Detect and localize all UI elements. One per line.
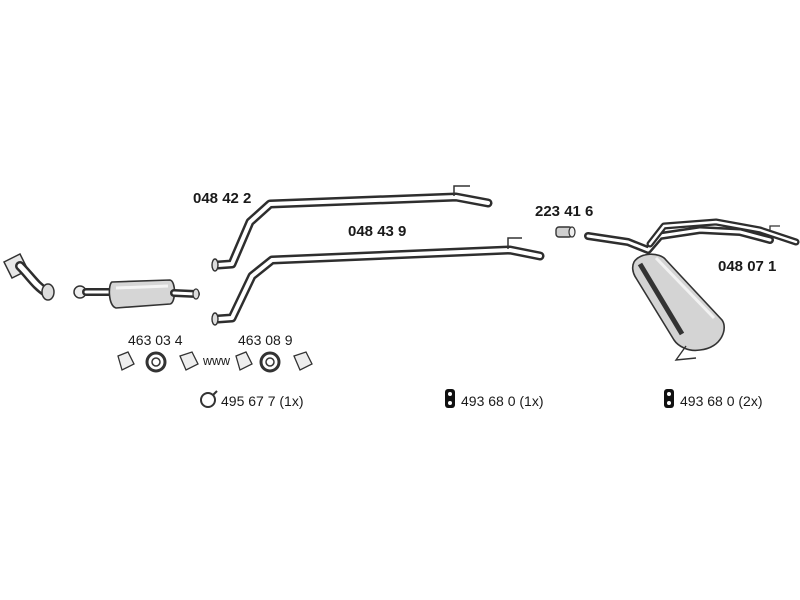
rear-silencer-part xyxy=(584,218,800,361)
middle-pipe-label: 048 43 9 xyxy=(348,223,407,240)
downpipe-part xyxy=(2,252,55,301)
clamp-set-2-parts xyxy=(235,351,313,373)
front-pipe-part xyxy=(211,185,493,272)
separator-text: www xyxy=(203,354,231,368)
clamp-set-2-label: 463 08 9 xyxy=(238,332,293,348)
rubber-mount-icon-2 xyxy=(664,389,674,408)
connector-label: 223 41 6 xyxy=(535,203,594,220)
rubber-mount-icon-1 xyxy=(445,389,455,408)
clamp-set-1-label: 463 03 4 xyxy=(128,332,183,348)
connector-part xyxy=(555,226,576,238)
rear-silencer-label: 048 07 1 xyxy=(718,258,777,275)
clamp-single-label: 495 67 7 (1x) xyxy=(221,393,304,409)
rubber-mount-2-label: 493 68 0 (2x) xyxy=(680,393,763,409)
rubber-mount-1-label: 493 68 0 (1x) xyxy=(461,393,544,409)
front-pipe-label: 048 42 2 xyxy=(193,190,252,207)
front-silencer-part xyxy=(73,279,200,309)
clamp-set-1-parts xyxy=(117,351,199,373)
middle-pipe-part xyxy=(211,237,545,326)
clamp-icon xyxy=(200,390,218,408)
